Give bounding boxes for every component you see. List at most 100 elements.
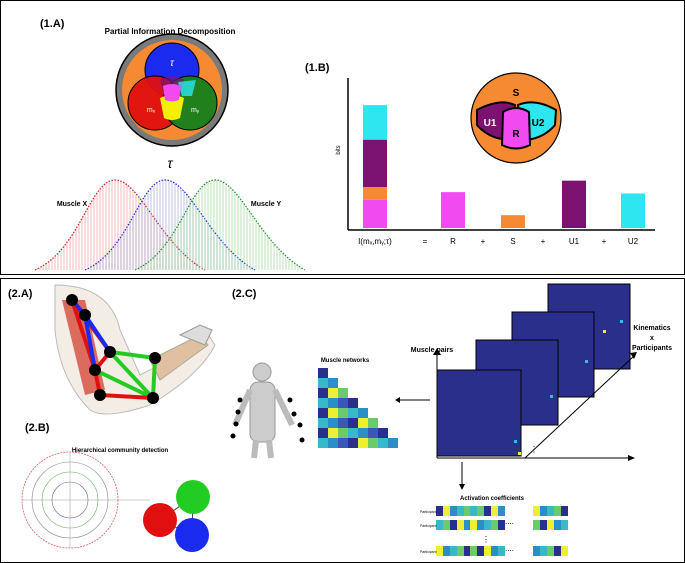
network-cell <box>328 438 338 448</box>
activation-cell <box>540 520 547 530</box>
operator-2: + <box>541 237 546 246</box>
activation-cell <box>491 506 498 516</box>
hcd-title: Hierarchical community detection <box>72 448 169 454</box>
network-cell <box>338 388 348 398</box>
network-cell <box>318 388 328 398</box>
activation-cell <box>547 546 554 556</box>
network-cell <box>328 388 338 398</box>
activation-cell <box>457 546 464 556</box>
label-2a: (2.A) <box>8 288 33 300</box>
activation-cell <box>470 546 477 556</box>
activation-cell <box>540 506 547 516</box>
venn-r: R <box>512 129 520 140</box>
network-cell <box>348 408 358 418</box>
network-cell <box>328 418 338 428</box>
network-triangle-matrix <box>318 368 398 448</box>
activation-cell <box>470 506 477 516</box>
venn-my: mᵧ <box>191 107 200 114</box>
activation-cell <box>547 520 554 530</box>
activation-cell <box>561 546 568 556</box>
activation-cell <box>533 546 540 556</box>
activation-cell <box>533 506 540 516</box>
muscle-pairs-label: Muscle pairs <box>411 347 454 354</box>
arm-illustration <box>54 284 216 415</box>
kinematics-x-label: x <box>650 335 654 342</box>
body-figure <box>230 362 305 459</box>
network-cell <box>338 398 348 408</box>
network-cell <box>338 408 348 418</box>
activation-cell <box>470 520 477 530</box>
participant-label-3: Participant <box>420 550 437 554</box>
label-2c: (2.C) <box>232 288 257 300</box>
tau-label: τ <box>167 155 173 171</box>
muscle-networks-label: Muscle networks <box>321 358 370 364</box>
network-cell <box>378 438 388 448</box>
activation-cell <box>561 520 568 530</box>
network-cell <box>358 418 368 428</box>
network-cell <box>348 438 358 448</box>
bar-u2 <box>621 193 645 228</box>
activation-cell <box>554 506 561 516</box>
pid-venn <box>115 33 229 147</box>
muscle-y-label: Muscle Y <box>251 201 282 208</box>
network-cell <box>318 438 328 448</box>
venn-u2: U2 <box>532 118 545 129</box>
operator-1: + <box>481 237 486 246</box>
activation-cell <box>450 520 457 530</box>
operator-3: + <box>602 237 607 246</box>
x-tick-0: I(mₓ,mᵧ;τ) <box>358 237 392 246</box>
bar-group <box>363 105 645 228</box>
activation-cell <box>554 546 561 556</box>
activation-cell <box>464 506 471 516</box>
act-ellipsis-1: .... <box>505 517 514 526</box>
network-cell <box>368 438 378 448</box>
x-tick-2: S <box>510 237 515 246</box>
network-cell <box>318 428 328 438</box>
network-cell <box>358 408 368 418</box>
activation-cell <box>491 520 498 530</box>
pid-title: Partial Information Decomposition <box>105 27 236 36</box>
network-cell <box>368 428 378 438</box>
activation-title: Activation coefficients <box>460 496 525 502</box>
activation-cell <box>554 520 561 530</box>
activation-cell <box>498 546 505 556</box>
network-cell <box>368 418 378 428</box>
x-tick-3: U1 <box>569 237 580 246</box>
label-1a: (1.A) <box>40 18 65 30</box>
network-cell <box>348 418 358 428</box>
x-tick-4: U2 <box>628 237 639 246</box>
stack-segment-u1 <box>363 139 387 188</box>
network-cell <box>328 408 338 418</box>
act-vdots: ⋮ <box>482 535 490 544</box>
participants-label: Participants <box>632 345 672 352</box>
muscle-x-label: Muscle X <box>57 201 88 208</box>
venn-u1: U1 <box>484 118 497 129</box>
network-cell <box>348 428 358 438</box>
activation-cell <box>484 520 491 530</box>
network-cell <box>328 378 338 388</box>
label-2b: (2.B) <box>25 422 50 434</box>
activation-cell <box>450 546 457 556</box>
pid-venn-1b <box>470 72 562 164</box>
matrix-axis-depth <box>524 354 636 459</box>
muscle-y-distribution <box>135 180 305 270</box>
activation-cell <box>477 520 484 530</box>
network-cell <box>338 438 348 448</box>
bar-r <box>441 192 465 228</box>
network-cell <box>348 398 358 408</box>
stack-segment-u2 <box>363 105 387 140</box>
y-axis-label: bits <box>336 145 342 154</box>
x-tick-1: R <box>450 237 456 246</box>
activation-cell <box>547 506 554 516</box>
operator-0: = <box>423 237 428 246</box>
activation-cell <box>484 506 491 516</box>
activation-cell <box>464 520 471 530</box>
venn-mx: mₓ <box>147 107 156 114</box>
act-ellipsis-2: .... <box>505 544 514 553</box>
network-cell <box>358 428 368 438</box>
venn-s: S <box>513 88 520 99</box>
activation-cell <box>450 506 457 516</box>
network-cell <box>338 428 348 438</box>
activation-blocks <box>436 506 568 556</box>
